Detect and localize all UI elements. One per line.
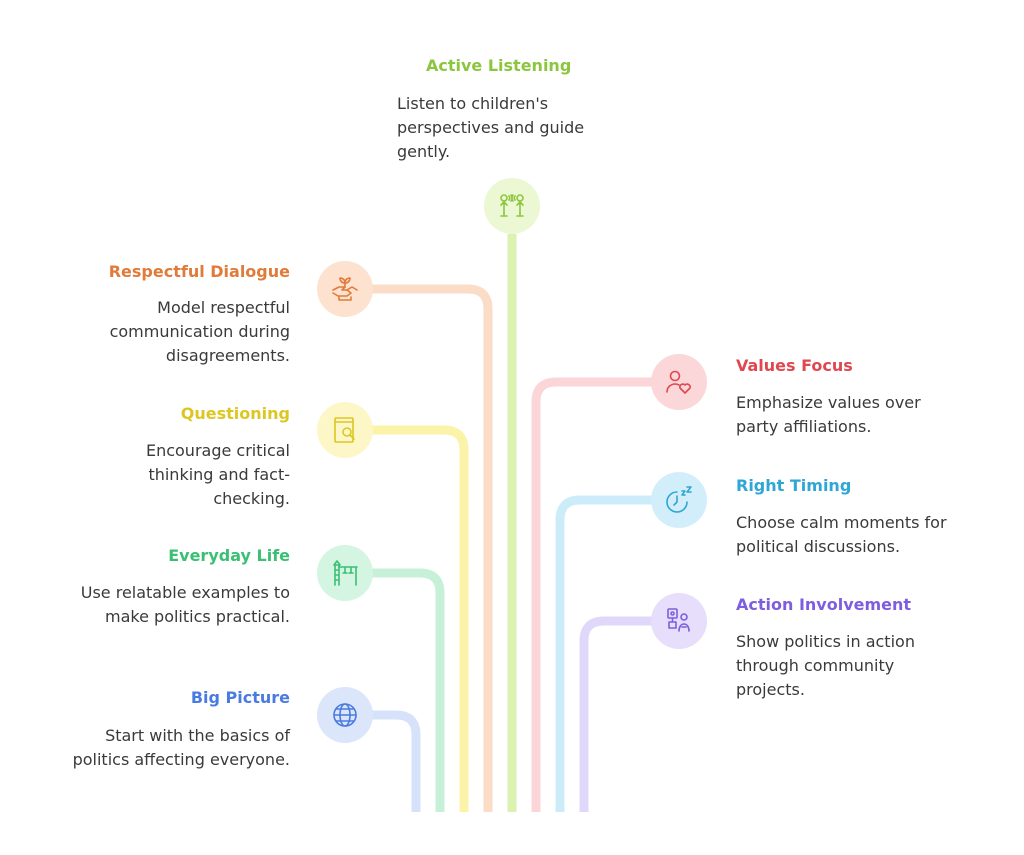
node-questioning	[317, 402, 373, 458]
title-values-focus: Values Focus	[736, 356, 853, 375]
title-big-picture: Big Picture	[190, 688, 290, 707]
node-right-timing	[651, 472, 707, 528]
person-heart-icon	[666, 370, 691, 394]
desc-right-timing: Choose calm moments for political discus…	[736, 513, 947, 556]
connector-big-picture	[345, 710, 421, 812]
document-search-icon	[334, 417, 355, 443]
node-everyday-life	[317, 545, 373, 601]
connector-respectful-dialogue	[345, 284, 493, 812]
connector-values-focus	[531, 377, 679, 812]
playground-icon	[333, 560, 358, 586]
connector-action-involvement	[579, 616, 679, 812]
people-talking-icon	[500, 194, 524, 217]
title-right-timing: Right Timing	[736, 476, 852, 495]
community-action-icon	[667, 608, 690, 632]
globe-icon	[333, 703, 357, 727]
desc-respectful-dialogue: Model respectful communication during di…	[109, 298, 290, 365]
desc-action-involvement: Show politics in action through communit…	[736, 632, 915, 699]
desc-big-picture: Start with the basics of politics affect…	[72, 726, 290, 769]
desc-active-listening: Listen to children's perspectives and gu…	[397, 94, 585, 161]
handshake-plant-icon	[332, 277, 358, 301]
clock-sleep-icon	[666, 486, 692, 513]
node-values-focus	[651, 354, 707, 410]
title-respectful-dialogue: Respectful Dialogue	[108, 262, 290, 281]
title-questioning: Questioning	[180, 404, 290, 423]
desc-questioning: Encourage critical thinking and fact-che…	[145, 441, 290, 508]
connector-everyday-life	[345, 568, 445, 812]
node-active-listening	[484, 178, 540, 234]
title-everyday-life: Everyday Life	[168, 546, 290, 565]
title-active-listening: Active Listening	[426, 56, 572, 75]
node-respectful-dialogue	[317, 261, 373, 317]
node-big-picture	[317, 687, 373, 743]
connector-right-timing	[555, 495, 679, 812]
node-action-involvement	[651, 593, 707, 649]
desc-values-focus: Emphasize values over party affiliations…	[736, 393, 921, 436]
title-action-involvement: Action Involvement	[736, 595, 912, 614]
connector-questioning	[345, 425, 469, 812]
desc-everyday-life: Use relatable examples to make politics …	[80, 583, 290, 626]
